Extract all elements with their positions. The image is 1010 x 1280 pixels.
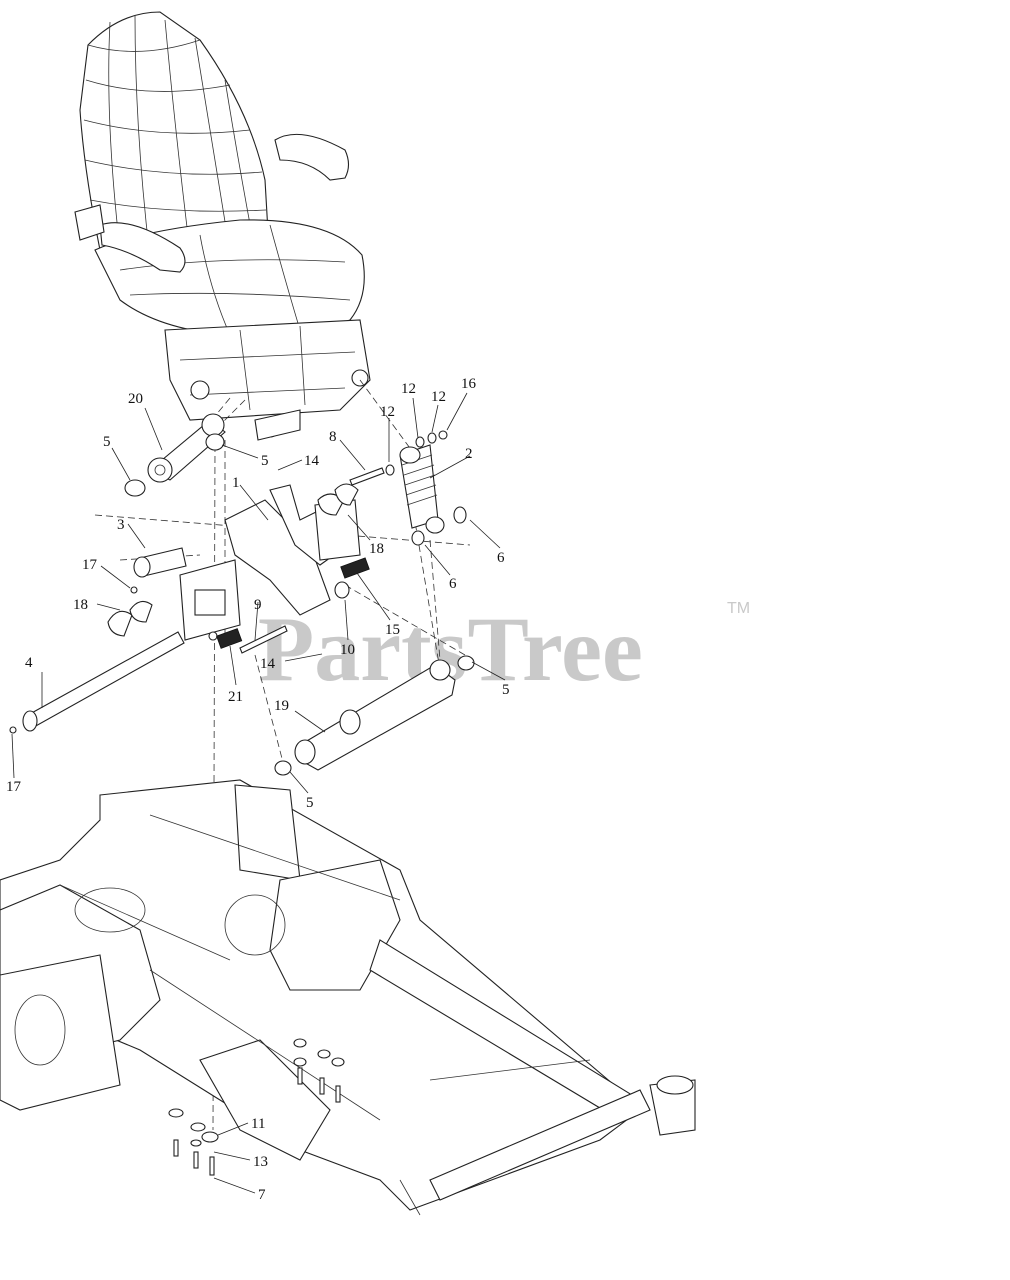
callout-10: 10 <box>340 642 355 658</box>
callout-1: 1 <box>232 475 240 491</box>
callout-12: 12 <box>380 404 395 420</box>
callout-labels: 20 5 5 14 8 12 12 12 16 2 1 3 18 6 6 17 … <box>6 376 510 1203</box>
callout-7: 7 <box>258 1187 266 1203</box>
mower-frame <box>0 779 696 1216</box>
callout-18: 18 <box>73 597 88 613</box>
callout-2: 2 <box>465 446 473 462</box>
watermark-trademark: TM <box>727 600 750 617</box>
callout-5: 5 <box>502 682 510 698</box>
seat-mount-parts <box>9 413 475 776</box>
callout-13: 13 <box>253 1154 268 1170</box>
callout-17: 17 <box>82 557 98 573</box>
callout-21: 21 <box>228 689 243 705</box>
callout-4: 4 <box>25 655 33 671</box>
callout-9: 9 <box>254 597 262 613</box>
callout-18: 18 <box>369 541 384 557</box>
callout-3: 3 <box>117 517 125 533</box>
callout-14: 14 <box>260 656 276 672</box>
callout-8: 8 <box>329 429 337 445</box>
callout-17: 17 <box>6 779 22 795</box>
seat-assembly <box>74 11 371 441</box>
callout-20: 20 <box>128 391 143 407</box>
callout-5: 5 <box>306 795 314 811</box>
callout-6: 6 <box>497 550 505 566</box>
callout-19: 19 <box>274 698 289 714</box>
callout-16: 16 <box>461 376 477 392</box>
callout-12: 12 <box>431 389 446 405</box>
callout-6: 6 <box>449 576 457 592</box>
callout-5: 5 <box>103 434 111 450</box>
leader-lines <box>11 392 506 1194</box>
callout-15: 15 <box>385 622 400 638</box>
callout-11: 11 <box>251 1116 265 1132</box>
callout-14: 14 <box>304 453 320 469</box>
callout-5: 5 <box>261 453 269 469</box>
callout-12: 12 <box>401 381 416 397</box>
